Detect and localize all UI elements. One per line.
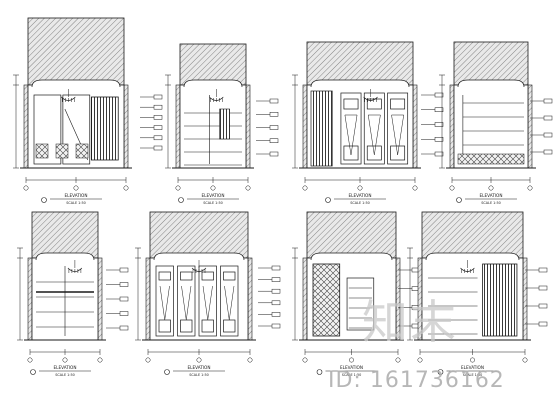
elevation-view-5: ELEVATION SCALE 1:50 <box>17 211 129 377</box>
view-scale: SCALE 1:50 <box>463 373 483 377</box>
view-title: ELEVATION <box>54 365 77 370</box>
elevation-view-3: ELEVATION SCALE 1:50 <box>292 41 444 205</box>
view-title: ELEVATION <box>188 365 211 370</box>
elevation-view-1: ELEVATION SCALE 1:50 <box>13 17 163 205</box>
mosaic-panel <box>312 263 341 337</box>
view-scale: SCALE 1:50 <box>66 201 86 205</box>
wall-field <box>179 84 247 169</box>
ceiling-hatch <box>31 211 99 259</box>
view-scale: SCALE 1:50 <box>350 201 370 205</box>
view-title: ELEVATION <box>349 193 372 198</box>
ceiling-hatch <box>453 41 529 86</box>
view-title: ELEVATION <box>461 365 484 370</box>
view-scale: SCALE 1:50 <box>342 373 362 377</box>
ceiling-hatch <box>27 17 125 86</box>
elevation-view-2: ELEVATION SCALE 1:50 <box>165 43 279 205</box>
ceiling-hatch <box>149 211 249 259</box>
view-scale: SCALE 1:50 <box>55 373 75 377</box>
view-title: ELEVATION <box>202 193 225 198</box>
view-scale: SCALE 1:50 <box>481 201 501 205</box>
ceiling-hatch <box>421 211 524 259</box>
view-scale: SCALE 1:50 <box>189 373 209 377</box>
elevation-view-4: ELEVATION SCALE 1:50 <box>439 41 553 205</box>
view-scale: SCALE 1:50 <box>203 201 223 205</box>
watermark-id: ID: 161736162 <box>328 368 505 393</box>
elevation-view-7: ELEVATION SCALE 1:50 <box>292 211 421 377</box>
elevation-view-8: ELEVATION SCALE 1:50 <box>407 211 548 377</box>
ceiling-hatch <box>179 43 247 86</box>
view-title: ELEVATION <box>65 193 88 198</box>
elevation-view-6: ELEVATION SCALE 1:50 <box>135 211 281 377</box>
ceiling-hatch <box>306 41 414 86</box>
wood-screen <box>482 263 518 337</box>
view-title: ELEVATION <box>480 193 503 198</box>
panel-screen <box>90 96 119 161</box>
view-title: ELEVATION <box>340 365 363 370</box>
ceiling-hatch <box>306 211 397 259</box>
watermark-logo: 知末 <box>362 295 458 349</box>
